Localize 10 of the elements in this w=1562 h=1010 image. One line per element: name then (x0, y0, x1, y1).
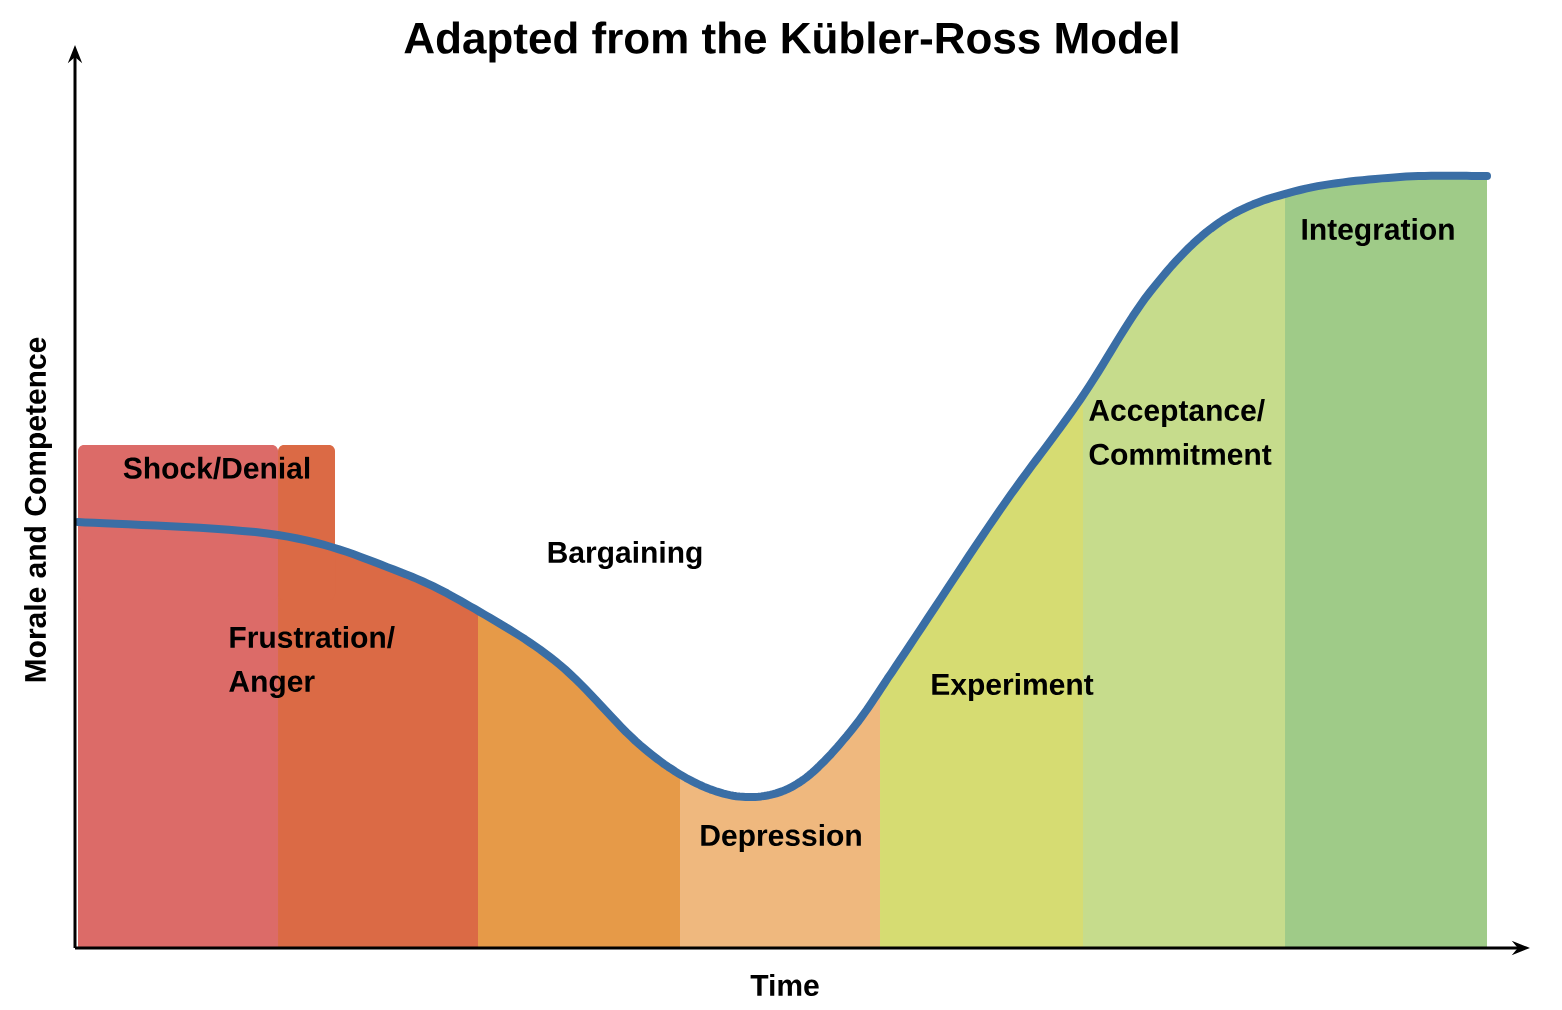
axis-label: Time (750, 974, 819, 996)
stage-label: Shock/Denial (123, 456, 310, 480)
stage-label: Frustration/ Anger (229, 625, 395, 699)
stage-label: Bargaining (548, 540, 702, 570)
axis-label: Morale and Competence (24, 337, 52, 682)
title: Adapted from the Kübler-Ross Model (404, 21, 1178, 63)
stage-label: Depression (701, 824, 861, 852)
stage-label: Experiment (932, 673, 1094, 701)
stage-label: Integration (1302, 217, 1454, 247)
stage-label: Acceptance/ Commitment (1089, 399, 1272, 465)
